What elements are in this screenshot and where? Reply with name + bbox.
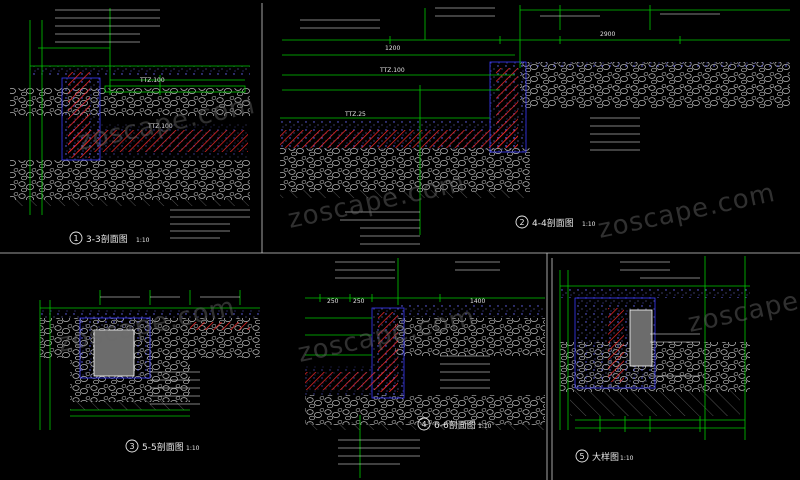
section-3-number: 3 bbox=[129, 442, 134, 451]
section-4-number: 4 bbox=[421, 420, 426, 429]
dim-2900: 2900 bbox=[600, 31, 615, 38]
panel-frames bbox=[0, 3, 800, 480]
dim-ttz-1: TTZ.100 bbox=[139, 77, 165, 84]
section-1-number: 1 bbox=[73, 234, 78, 243]
section-5-scale: 1:10 bbox=[620, 455, 634, 462]
section-2-number: 2 bbox=[519, 218, 524, 227]
section-4-4-drawing: 1200 TTZ.100 TTZ.25 2900 2 4-4剖面图 1:10 bbox=[280, 5, 790, 245]
dim-250-a: 250 bbox=[327, 298, 339, 305]
section-3-title: 5-5剖面图 bbox=[142, 441, 184, 453]
dim-ttz-2: TTZ.100 bbox=[147, 123, 173, 130]
section-number-circle bbox=[69, 231, 83, 245]
watermark-6: zoscape.com bbox=[685, 272, 800, 339]
section-1-tag: 1 3-3剖面图 1:10 bbox=[69, 231, 150, 245]
dim-1400: 1400 bbox=[470, 298, 485, 305]
section-6-6-drawing: 250 250 1400 4 6-6剖面图 1:10 bbox=[305, 258, 545, 478]
section-5-number: 5 bbox=[579, 452, 584, 461]
section-number-circle bbox=[575, 449, 589, 463]
section-number-circle bbox=[417, 417, 431, 431]
section-2-tag: 2 4-4剖面图 1:10 bbox=[515, 215, 596, 229]
watermark-3: zoscape.com bbox=[595, 178, 778, 245]
dim-1200: 1200 bbox=[385, 45, 400, 52]
dim-ttz-4: TTZ.25 bbox=[344, 111, 366, 118]
section-3-3-drawing: TTZ.100 TTZ.100 1 3-3剖面图 1:10 bbox=[10, 8, 250, 245]
section-1-scale: 1:10 bbox=[136, 237, 150, 244]
section-3-scale: 1:10 bbox=[186, 445, 200, 452]
section-5-tag: 5 大样图 1:10 bbox=[575, 449, 634, 463]
section-number-circle bbox=[515, 215, 529, 229]
dim-ttz-3: TTZ.100 bbox=[379, 67, 405, 74]
section-4-scale: 1:10 bbox=[478, 423, 492, 430]
section-3-tag: 3 5-5剖面图 1:10 bbox=[125, 439, 200, 453]
section-5-title: 大样图 bbox=[592, 451, 619, 463]
section-4-title: 6-6剖面图 bbox=[434, 419, 476, 431]
section-5-5-drawing: 3 5-5剖面图 1:10 bbox=[39, 290, 260, 453]
section-2-title: 4-4剖面图 bbox=[532, 217, 574, 229]
dim-250-b: 250 bbox=[353, 298, 365, 305]
section-4-tag: 4 6-6剖面图 1:10 bbox=[417, 417, 492, 431]
section-number-circle bbox=[125, 439, 139, 453]
section-detail-drawing: 5 大样图 1:10 bbox=[559, 256, 750, 463]
section-2-scale: 1:10 bbox=[582, 221, 596, 228]
section-1-title: 3-3剖面图 bbox=[86, 233, 128, 245]
